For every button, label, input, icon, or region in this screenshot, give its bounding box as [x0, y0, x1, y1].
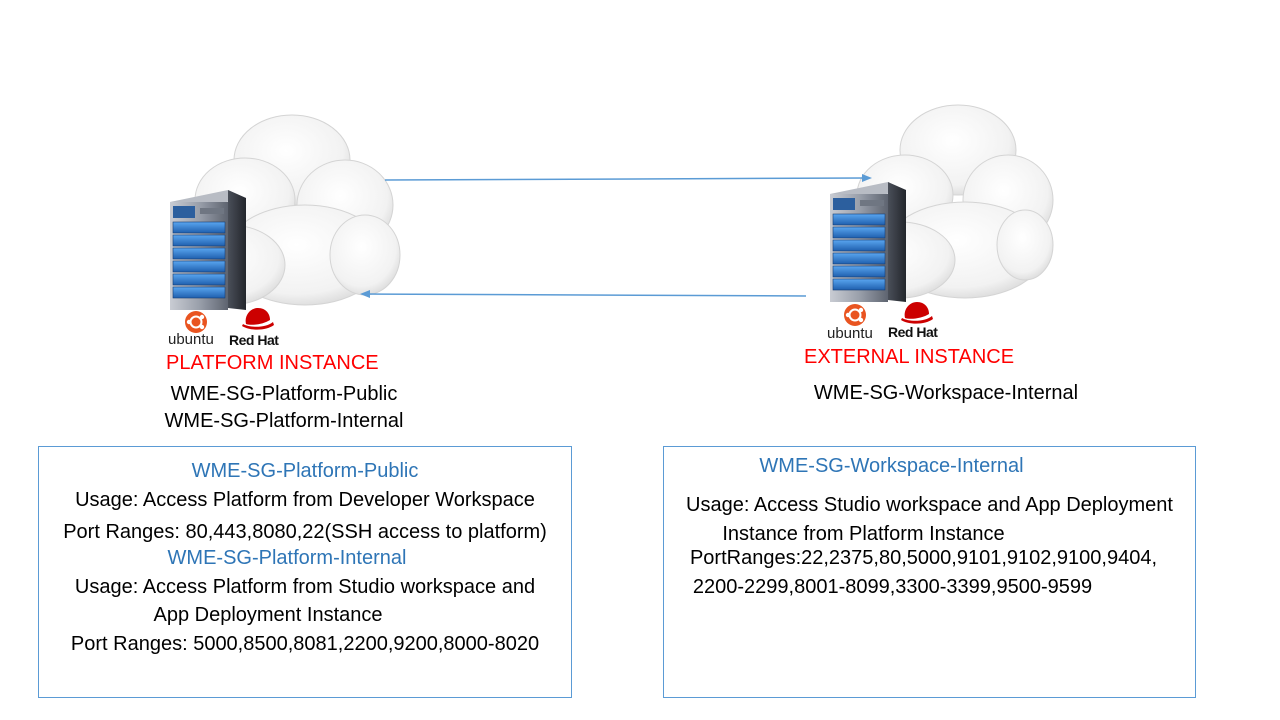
redhat-logo-text: Red Hat — [229, 332, 279, 348]
sg-heading: WME-SG-Platform-Internal — [167, 547, 407, 569]
ubuntu-logo-text: ubuntu — [168, 331, 214, 348]
external-sg-label: WME-SG-Workspace-Internal — [813, 382, 1079, 404]
redhat-logo-icon — [901, 302, 933, 324]
platform-instance-title: PLATFORM INSTANCE — [166, 352, 379, 374]
server-icon — [830, 182, 906, 302]
sg-usage: Usage: Access Platform from Studio works… — [74, 576, 536, 598]
sg-usage: App Deployment Instance — [153, 604, 383, 626]
external-instance-title: EXTERNAL INSTANCE — [804, 346, 1015, 368]
sg-ports: Port Ranges: 80,443,8080,22(SSH access t… — [63, 521, 547, 543]
sg-heading: WME-SG-Platform-Public — [191, 460, 419, 482]
arrow-left-icon — [360, 290, 807, 298]
ubuntu-logo-text: ubuntu — [827, 325, 873, 342]
redhat-logo-icon — [242, 308, 274, 330]
sg-ports: Port Ranges: 5000,8500,8081,2200,9200,80… — [70, 633, 540, 655]
platform-sg-public-label: WME-SG-Platform-Public — [170, 383, 398, 405]
arrow-right-icon — [384, 174, 872, 182]
sg-usage: Usage: Access Studio workspace and App D… — [686, 494, 1173, 516]
sg-ports: 2200-2299,8001-8099,3300-3399,9500-9599 — [692, 576, 1093, 598]
ubuntu-logo-icon — [185, 311, 207, 333]
sg-ports: PortRanges:22,2375,80,5000,9101,9102,910… — [689, 547, 1158, 569]
sg-usage: Instance from Platform Instance — [722, 523, 1005, 545]
sg-usage: Usage: Access Platform from Developer Wo… — [75, 489, 535, 511]
redhat-logo-text: Red Hat — [888, 324, 938, 340]
platform-security-groups-box: WME-SG-Platform-Public Usage: Access Pla… — [38, 446, 572, 698]
sg-heading: WME-SG-Workspace-Internal — [759, 455, 1024, 477]
ubuntu-logo-icon — [844, 304, 866, 326]
platform-sg-internal-label: WME-SG-Platform-Internal — [164, 410, 404, 432]
workspace-security-group-box: WME-SG-Workspace-Internal Usage: Access … — [663, 446, 1196, 698]
server-icon — [170, 190, 246, 310]
